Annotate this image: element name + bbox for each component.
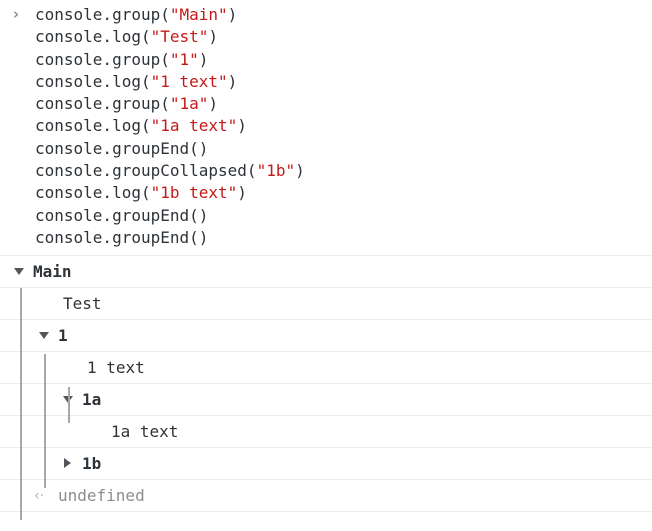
code-token-string: "Main"	[169, 5, 228, 24]
triangle-right-icon[interactable]	[64, 458, 71, 469]
console-input-line[interactable]: console.group("1a")	[35, 93, 652, 115]
return-value-arrow-icon: ‹·	[34, 488, 45, 505]
code-token-plain: )	[198, 49, 209, 69]
console-input-line[interactable]: console.groupEnd()	[35, 205, 652, 227]
code-token-plain: )	[227, 71, 238, 91]
console-input-line[interactable]: console.groupEnd()	[35, 138, 652, 160]
console-input-line[interactable]: console.log("1a text")	[35, 115, 652, 137]
log-message: 1 text	[87, 358, 145, 378]
code-token-plain: )	[295, 161, 305, 181]
group-label: Main	[33, 262, 72, 282]
console-input-line[interactable]: console.groupEnd()	[35, 227, 652, 249]
group-label: 1b	[82, 454, 102, 474]
code-token-plain: )	[227, 5, 238, 24]
code-token-plain: console.groupEnd()	[35, 205, 209, 225]
code-token-string: "1b text"	[150, 183, 238, 203]
console-input-code[interactable]: console.group("Main")console.log("Test")…	[0, 4, 652, 249]
code-token-plain: console.groupCollapsed(	[35, 161, 257, 181]
code-token-plain: )	[237, 183, 247, 203]
console-input-line[interactable]: console.log("1 text")	[35, 71, 652, 93]
console-input-line[interactable]: console.group("Main")	[35, 4, 652, 26]
code-token-plain: console.groupEnd()	[35, 227, 209, 247]
code-token-plain: )	[237, 116, 247, 136]
code-token-string: "1"	[169, 49, 199, 69]
group-label: 1	[58, 326, 68, 346]
indent-guide-level-2	[44, 354, 46, 489]
console-log-row: 1a text	[0, 416, 652, 449]
prompt-chevron-icon: ›	[12, 5, 20, 23]
log-message: 1a text	[111, 422, 179, 442]
code-token-plain: console.groupEnd()	[35, 138, 209, 158]
group-label: 1a	[82, 390, 102, 410]
console-input-line[interactable]: console.group("1")	[35, 49, 652, 71]
console-group-row[interactable]: 1a	[0, 384, 652, 417]
code-token-plain: console.group(	[35, 5, 170, 24]
code-token-plain: console.log(	[35, 183, 151, 203]
code-token-plain: console.group(	[35, 94, 170, 114]
code-token-string: "Test"	[150, 27, 209, 47]
code-token-string: "1a text"	[150, 116, 238, 136]
triangle-down-icon[interactable]	[14, 268, 24, 276]
console-prompt-area[interactable]: › console.group("Main")console.log("Test…	[0, 0, 652, 255]
indent-guide-level-3	[68, 387, 70, 424]
triangle-down-icon[interactable]	[39, 332, 49, 340]
code-token-plain: console.log(	[35, 27, 151, 47]
indent-guide-level-1	[20, 288, 22, 521]
code-token-string: "1 text"	[150, 71, 228, 91]
code-token-string: "1a"	[169, 94, 209, 114]
code-token-string: "1b"	[256, 161, 296, 181]
console-result-row: ‹· undefined	[0, 480, 652, 513]
console-group-row[interactable]: 1b	[0, 448, 652, 481]
console-log-row: Test	[0, 288, 652, 321]
code-token-plain: console.log(	[35, 71, 151, 91]
console-input-line[interactable]: console.groupCollapsed("1b")	[35, 160, 652, 182]
log-message: Test	[63, 294, 102, 314]
console-input-line[interactable]: console.log("1b text")	[35, 182, 652, 204]
console-group-row[interactable]: Main	[0, 256, 652, 289]
code-token-plain: console.log(	[35, 116, 151, 136]
result-text: undefined	[58, 486, 145, 506]
console-group-row[interactable]: 1	[0, 320, 652, 353]
code-token-plain: )	[208, 94, 219, 114]
console-input-line[interactable]: console.log("Test")	[35, 26, 652, 48]
console-log-row: 1 text	[0, 352, 652, 385]
code-token-plain: console.group(	[35, 49, 170, 69]
code-token-plain: )	[208, 27, 219, 47]
